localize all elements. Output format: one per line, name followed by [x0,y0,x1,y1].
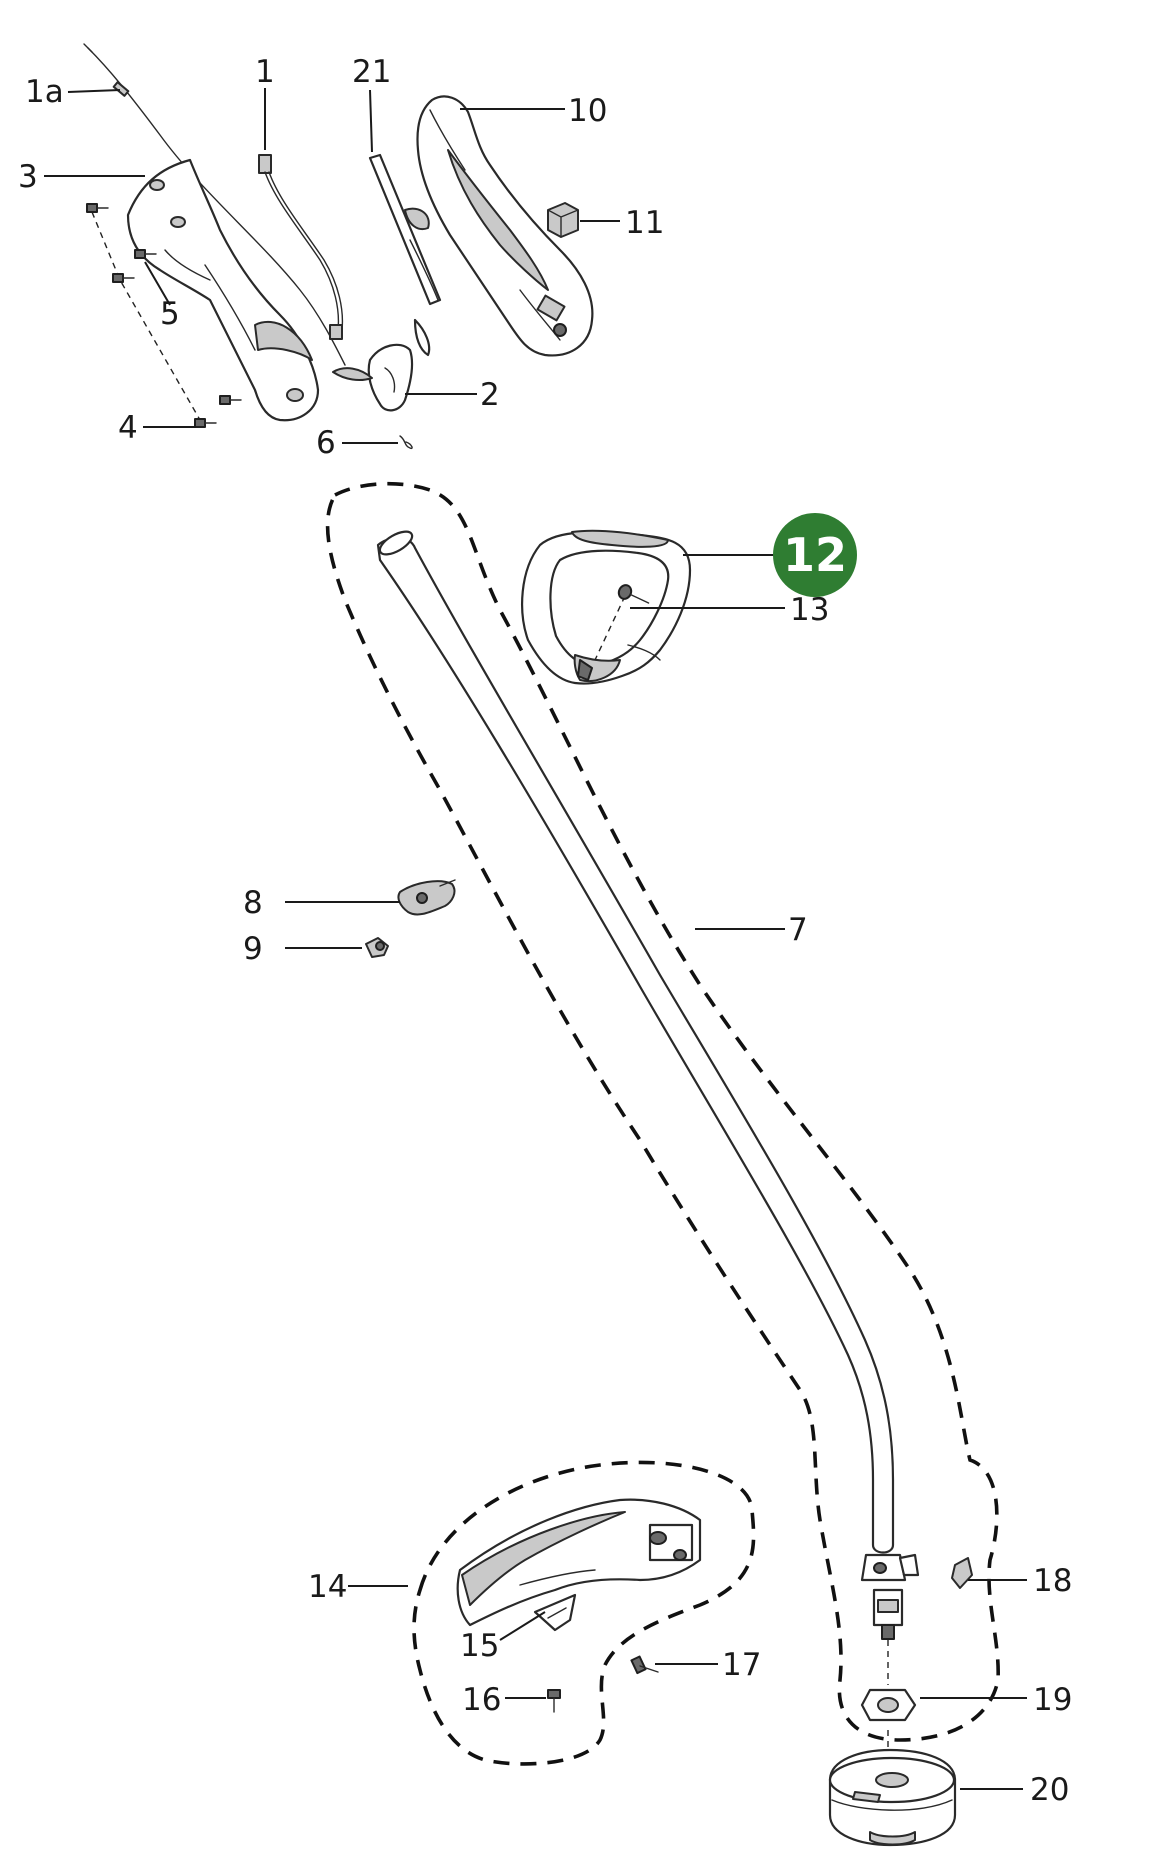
part-21-switch-rod [368,153,442,357]
callout-7: 7 [788,912,808,948]
part-7-outline [325,481,1000,1742]
callout-18: 18 [1033,1563,1072,1599]
callout-3: 3 [18,159,38,195]
callout-12-highlight-badge[interactable]: 12 [773,513,857,597]
callout-16: 16 [462,1682,501,1718]
part-7-shaft [376,530,920,1760]
callout-4: 4 [118,410,138,446]
callout-19: 19 [1033,1682,1072,1718]
part-1-wire-harness [258,154,344,340]
part-18-wing-nut [951,1557,973,1589]
part-4-5-screws [86,203,242,428]
callout-8: 8 [243,885,263,921]
leader-lines [44,88,1027,1790]
part-16-screw [547,1689,561,1713]
part-2-trigger [332,343,414,412]
part-11-switch [547,202,579,238]
highlight-circle [773,513,857,597]
part-20-trimmer-head [828,1748,957,1847]
callout-10: 10 [568,93,607,129]
callout-1a: 1a [25,74,64,110]
part-3-motor-housing [126,158,320,422]
part-8-bracket [397,879,456,916]
part-12-assist-handle [521,529,692,685]
callout-15: 15 [460,1628,499,1664]
part-1a-throttle-cable [83,43,346,366]
callout-14: 14 [308,1569,347,1605]
callout-11: 11 [625,205,664,241]
callout-12: 12 [783,528,847,582]
callout-5: 5 [160,296,180,332]
callout-1: 1 [255,54,275,90]
callout-21: 21 [352,54,391,90]
part-19-nut [860,1688,917,1722]
part-14-outline [412,1460,756,1766]
callout-20: 20 [1030,1772,1069,1808]
part-14-guard [456,1498,702,1627]
callout-17: 17 [722,1647,761,1683]
callout-9: 9 [243,931,263,967]
callout-13: 13 [790,592,829,628]
part-17-bolt [630,1655,659,1675]
part-15-blade [533,1593,577,1632]
callout-2: 2 [480,377,500,413]
part-6-spring [399,435,413,450]
part-10-handle-housing [416,95,594,357]
callout-6: 6 [316,425,336,461]
part-9-knob [365,937,389,958]
callout-labels: 1a 1 21 10 3 11 5 2 4 6 13 8 7 9 14 18 1… [18,54,1072,1808]
part-13-screw [594,584,650,661]
